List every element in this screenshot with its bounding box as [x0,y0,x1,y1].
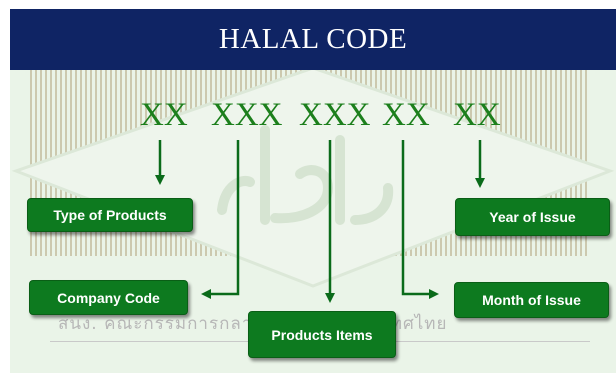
left-margin [0,70,10,373]
arrow-to-month-of-issue [401,140,439,299]
diagram-title: HALAL CODE [218,23,408,55]
code-segment-type: XX [140,97,188,133]
label-company-code: Company Code [29,280,188,315]
code-segment-company: XXX [211,97,283,133]
code-format: XX XXX XXX XX XX [0,93,616,137]
label-month-of-issue: Month of Issue [454,282,609,318]
code-segment-year: XX [453,97,501,133]
code-segment-product: XXX [299,97,371,133]
arrow-to-company-code [201,140,240,299]
title-bar: HALAL CODE [10,9,616,70]
diamond-emblem [11,70,615,288]
label-type-of-products: Type of Products [27,198,193,232]
label-products-items: Products Items [248,311,396,358]
label-year-of-issue: Year of Issue [455,198,610,236]
code-segment-month: XX [382,97,430,133]
halal-calligraphy-watermark [217,125,394,225]
